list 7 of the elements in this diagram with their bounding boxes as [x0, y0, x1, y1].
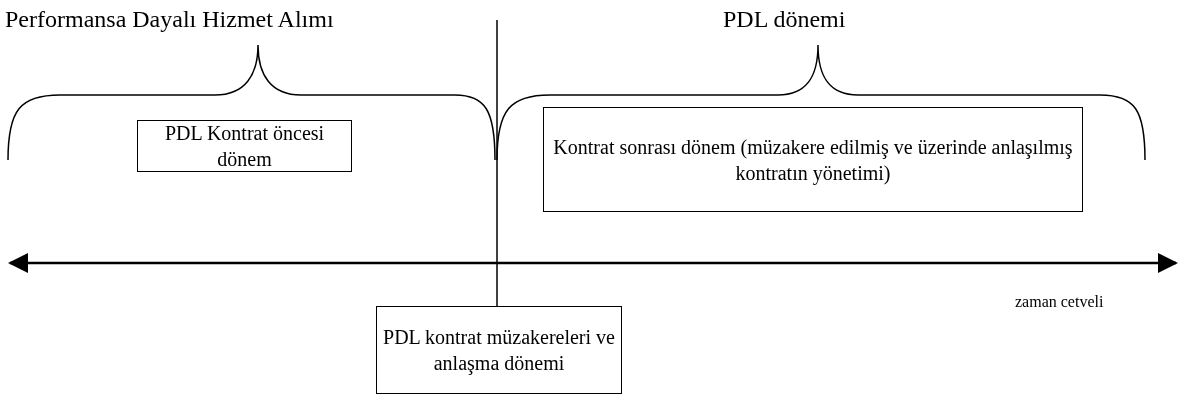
period-heading: PDL dönemi — [723, 6, 846, 33]
divider-line — [496, 19, 498, 307]
period-box: PDL Kontrat öncesi dönem — [137, 120, 352, 172]
period-box: Kontrat sonrası dönem (müzakere edilmiş ve üzerinde anlaşılmış kontratın yönetimi) — [543, 107, 1083, 212]
period-box: PDL kontrat müzakereleri ve anlaşma dönemi — [376, 306, 622, 394]
axis-label: zaman cetveli — [1015, 293, 1104, 311]
period-heading: Performansa Dayalı Hizmet Alımı — [5, 6, 334, 33]
